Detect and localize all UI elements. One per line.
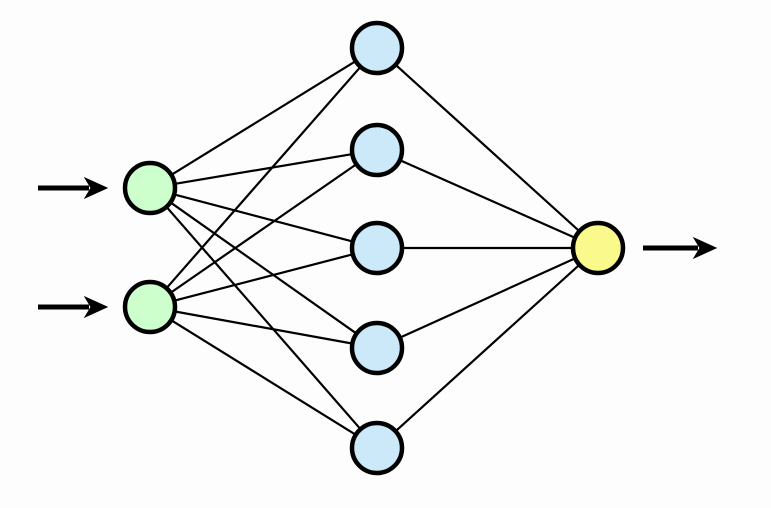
hidden-node-2[interactable] [349, 122, 405, 178]
input-arrow-1 [38, 176, 109, 200]
output-layer [570, 220, 626, 276]
hidden-node-4[interactable] [349, 320, 405, 376]
output-node-1[interactable] [570, 220, 626, 276]
input-layer [122, 160, 178, 335]
hidden-node-3[interactable] [349, 220, 405, 276]
edge-i2-h2 [169, 162, 358, 295]
input-node-1[interactable] [122, 160, 178, 216]
input-arrow-2-head [83, 295, 109, 319]
hidden-node-5[interactable] [349, 420, 405, 476]
edge-h4-o1 [398, 256, 577, 340]
edge-h1-o1 [394, 63, 581, 233]
hidden-layer [349, 20, 405, 476]
output-arrow-1 [643, 236, 718, 260]
edge-i1-h1 [169, 59, 358, 177]
input-arrow-2 [38, 295, 109, 319]
edge-i2-h4 [173, 310, 354, 345]
input-node-2[interactable] [122, 279, 178, 335]
output-arrow-1-head [692, 236, 718, 260]
edge-i1-h2 [173, 152, 354, 186]
hidden-node-1[interactable] [349, 20, 405, 76]
edge-i1-h3 [172, 193, 355, 243]
arrows-group [38, 176, 718, 319]
nodes-group [122, 20, 626, 476]
edge-h2-o1 [398, 158, 577, 240]
edge-i2-h1 [164, 65, 363, 290]
edge-i2-h3 [172, 252, 355, 303]
edge-i1-h4 [168, 200, 359, 336]
edges-group [164, 59, 581, 437]
edge-i1-h5 [164, 205, 363, 431]
input-arrow-1-head [83, 176, 109, 200]
edge-i2-h5 [169, 318, 358, 437]
edge-h5-o1 [394, 263, 581, 433]
